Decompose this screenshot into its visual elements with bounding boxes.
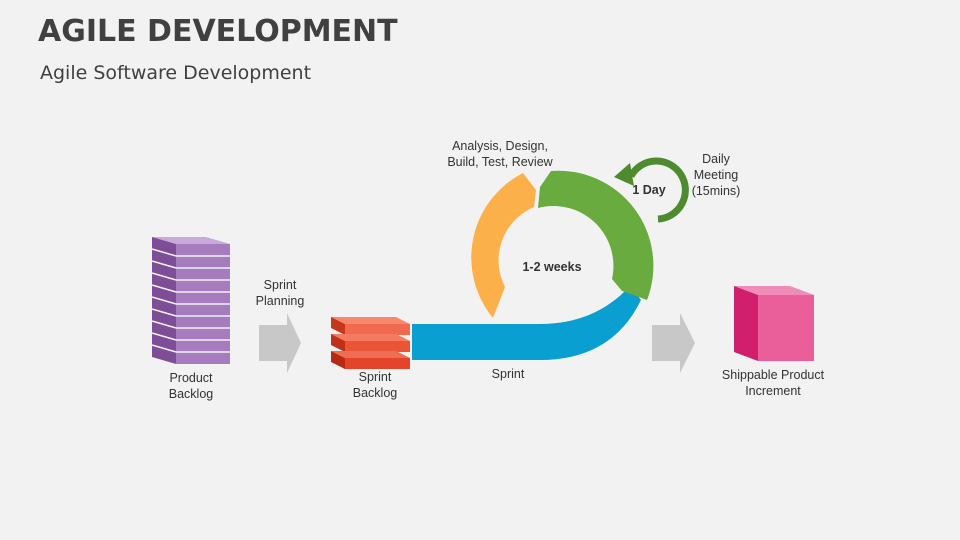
page-title: AGILE DEVELOPMENT xyxy=(38,14,398,49)
cycle-arc-orange xyxy=(471,173,536,318)
daily-loop xyxy=(614,157,689,223)
product-backlog-stack xyxy=(151,237,230,364)
sprint-planning-label: Sprint Planning xyxy=(255,278,305,308)
delivery-arrow xyxy=(652,313,695,373)
page-subtitle: Agile Software Development xyxy=(40,62,312,84)
planning-arrow xyxy=(259,313,301,373)
shippable-cube xyxy=(734,286,814,361)
cycle-duration-label: 1-2 weeks xyxy=(522,260,582,274)
shippable-increment-label: Shippable Product Increment xyxy=(721,368,825,398)
sprint-backlog-stack xyxy=(331,317,410,369)
sprint-backlog-label: Sprint Backlog xyxy=(352,370,398,400)
product-backlog-label: Product Backlog xyxy=(168,371,214,401)
daily-meeting-label: Daily Meeting (15mins) xyxy=(691,152,741,198)
sprint-path xyxy=(412,286,641,360)
cycle-arc-green xyxy=(538,170,654,300)
sprint-label: Sprint xyxy=(491,367,525,381)
daily-cycle-label: 1 Day xyxy=(632,183,666,197)
cycle-activities-label: Analysis, Design, Build, Test, Review xyxy=(447,139,553,169)
